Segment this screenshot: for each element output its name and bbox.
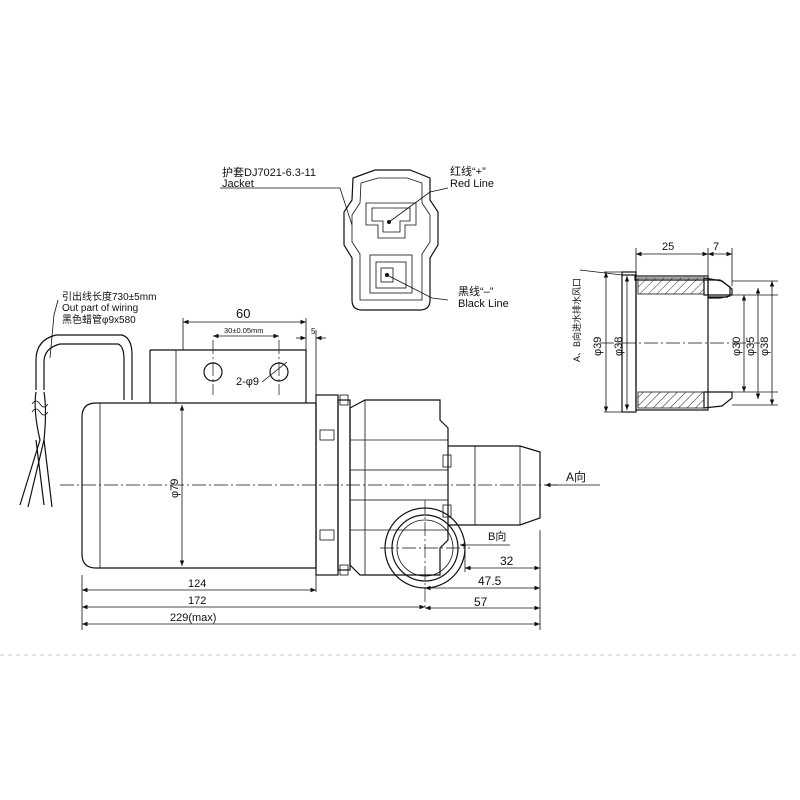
port-dim-7: 7	[713, 241, 719, 253]
jacket-label-en: Jacket	[222, 178, 254, 190]
wiring-out-label: Out part of wiring	[62, 303, 138, 314]
port-detail	[579, 248, 778, 413]
port-dia-38-right: φ38	[759, 337, 771, 356]
dim-172: 172	[188, 595, 206, 607]
direction-a-label: A向	[566, 469, 586, 484]
port-dia-35: φ35	[745, 337, 757, 356]
dim-57: 57	[474, 595, 488, 609]
wiring-tube-label: 黑色蜡管φ9x580	[62, 313, 136, 326]
main-dimensions	[81, 318, 600, 630]
dim-60: 60	[236, 306, 250, 321]
dim-229-max: 229(max)	[170, 612, 216, 624]
connector-detail	[220, 169, 449, 311]
pump-body	[60, 340, 560, 610]
dim-47-5: 47.5	[478, 574, 502, 588]
port-dim-25: 25	[662, 241, 674, 253]
wiring-length-label: 引出线长度730±5mm	[62, 290, 156, 303]
red-line-label-en: Red Line	[450, 178, 494, 190]
dim-holes: 2-φ9	[236, 376, 259, 388]
red-line-label-cn: 红线“+”	[450, 164, 486, 178]
port-dia-39: φ39	[592, 337, 604, 356]
wiring-harness	[19, 299, 133, 508]
dim-30-tolerance: 30±0.05mm	[224, 326, 264, 335]
dim-dia-79: φ79	[169, 479, 181, 498]
black-line-label-cn: 黑线“–”	[458, 284, 494, 298]
port-dia-38-left: φ38	[613, 337, 625, 356]
port-side-label: A、B向进水排水风口	[571, 278, 582, 362]
dim-5: 5	[311, 327, 316, 336]
jacket-label-cn: 护套DJ7021-6.3-11	[222, 165, 316, 179]
port-dia-30: φ30	[731, 337, 743, 356]
dim-124: 124	[188, 578, 206, 590]
dim-32: 32	[500, 554, 514, 568]
black-line-label-en: Black Line	[458, 298, 509, 310]
direction-b-label: B向	[488, 529, 506, 543]
